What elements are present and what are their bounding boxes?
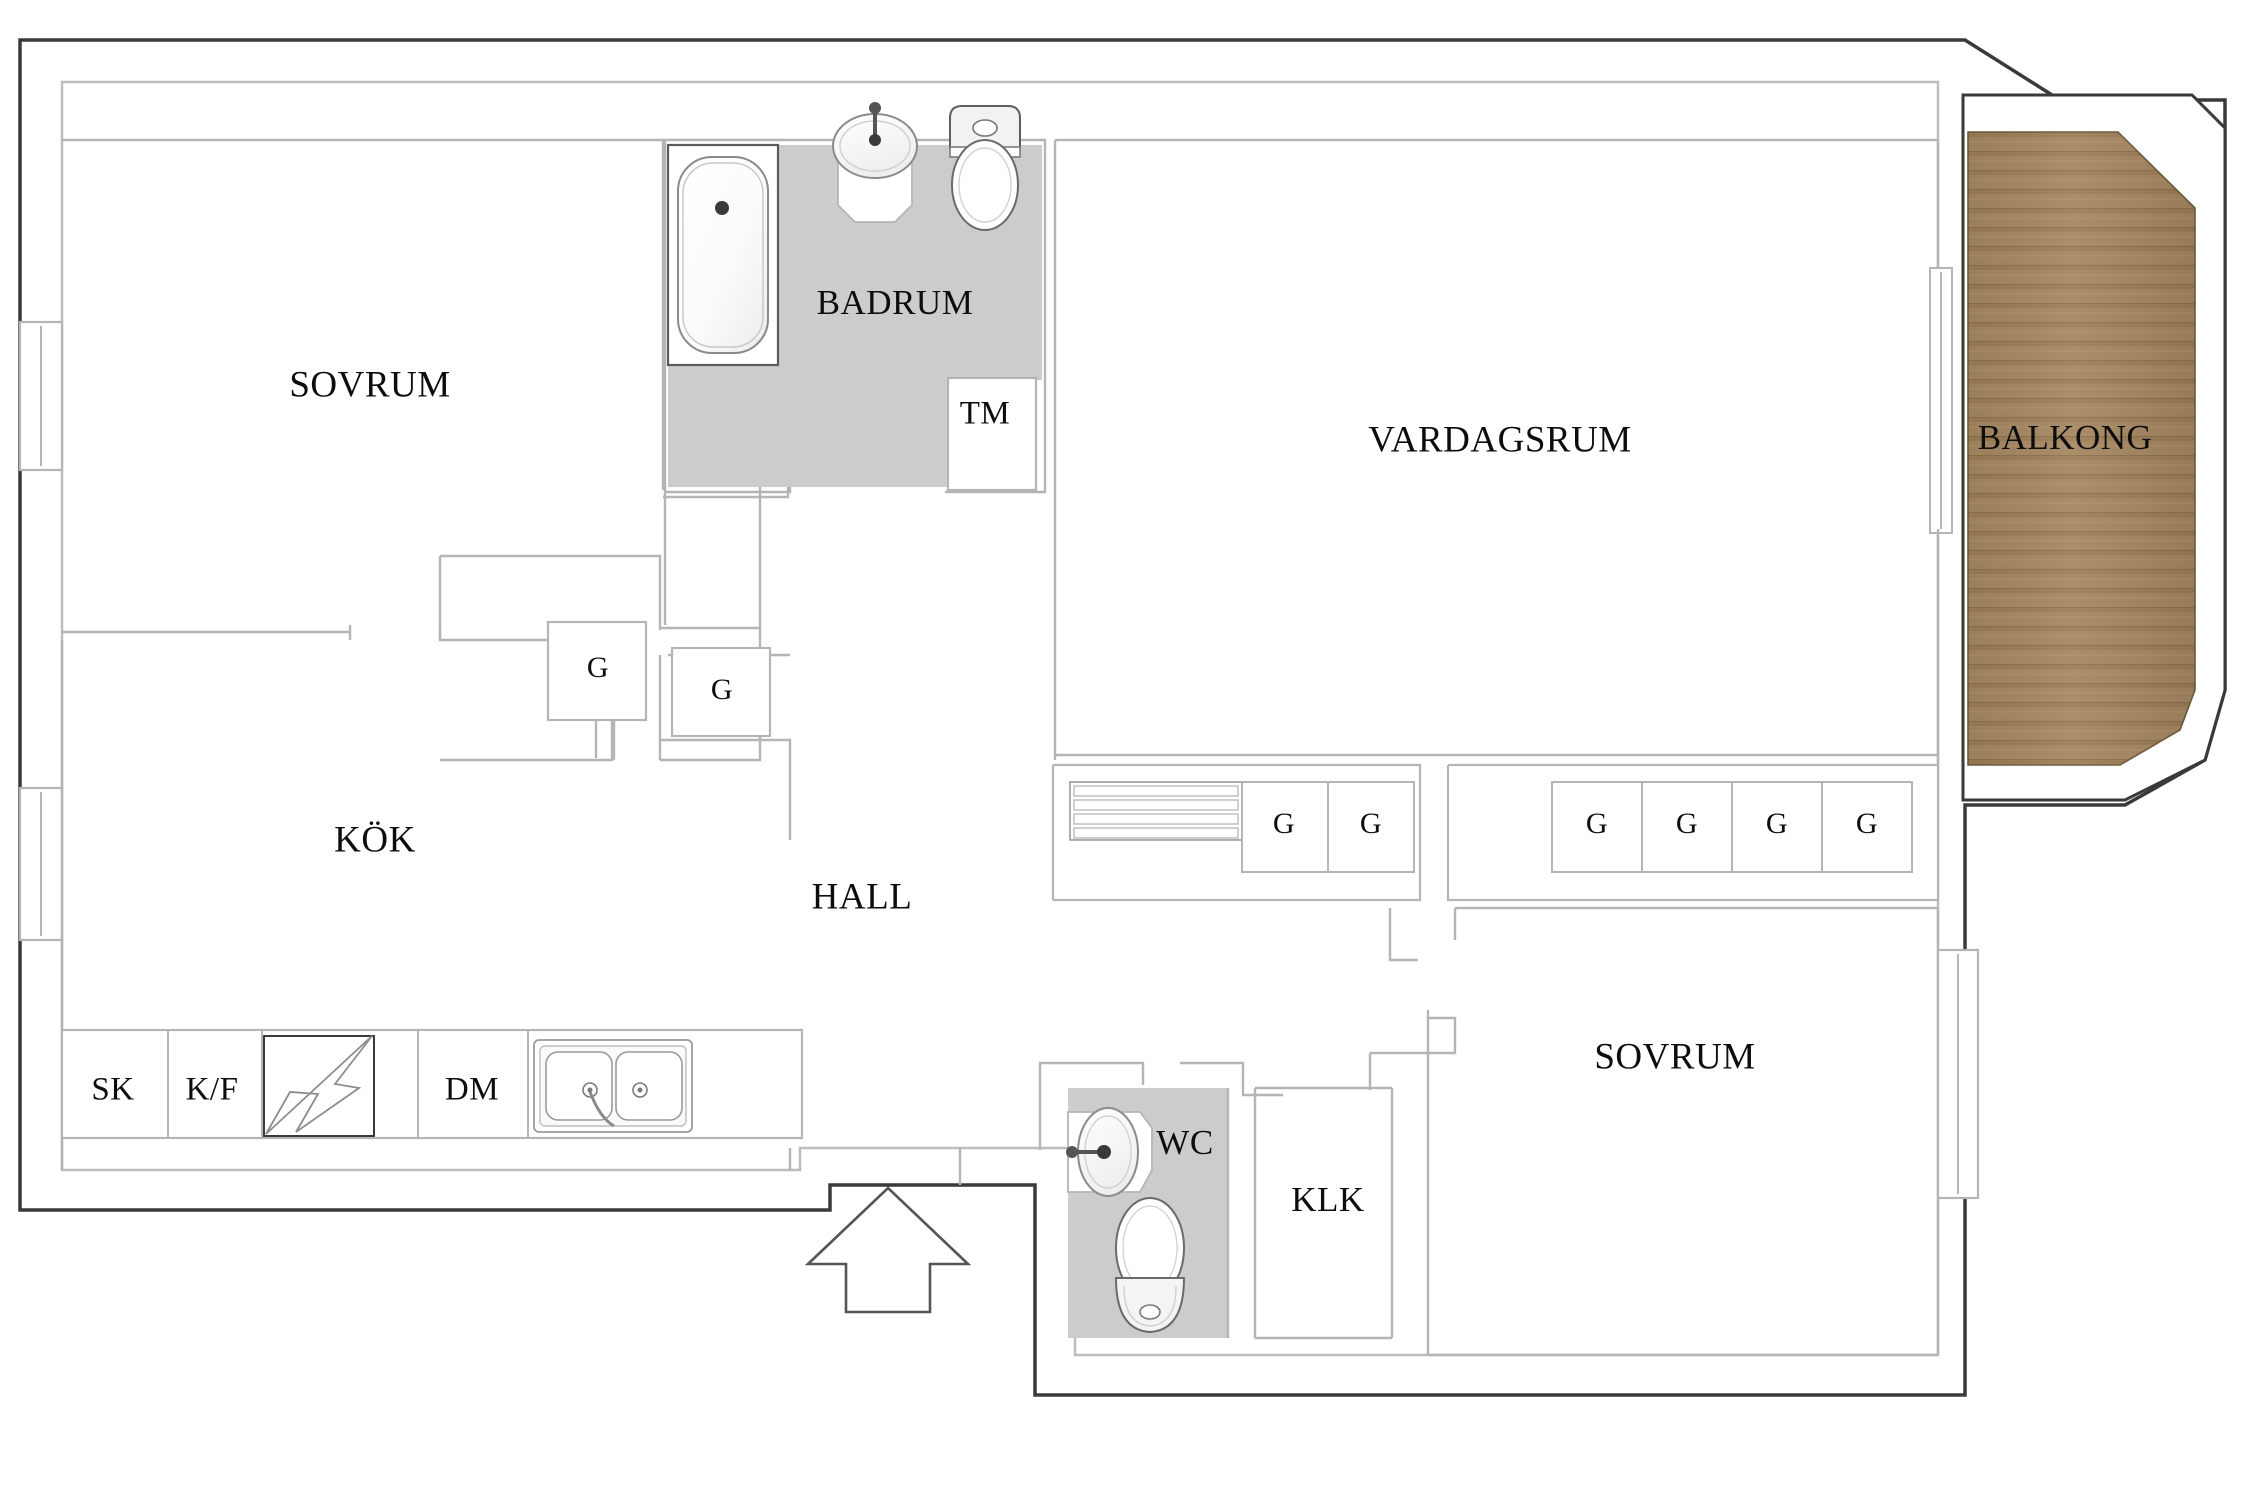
balcony-area [1929,93,2227,802]
kitchen-sink-icon [533,1039,693,1133]
radiator-icon [1069,781,1243,841]
washbasin-icon [832,102,918,179]
kitchen-counter [60,1028,804,1140]
right-bedroom-walls [1368,906,1938,1357]
klk-room [1253,1086,1394,1340]
toilet-icon [949,105,1021,231]
bathtub-icon [672,150,774,360]
door-jambs [788,140,1940,1355]
mid-wardrobes [546,620,772,738]
hall-storage [1051,763,1940,902]
entrance-arrow-icon [804,1186,972,1314]
washbasin-icon [1066,1107,1139,1197]
window-openings [18,320,1980,1200]
stove-icon [263,1035,375,1137]
toilet-icon [1114,1197,1186,1334]
wc-room [1038,1061,1283,1338]
